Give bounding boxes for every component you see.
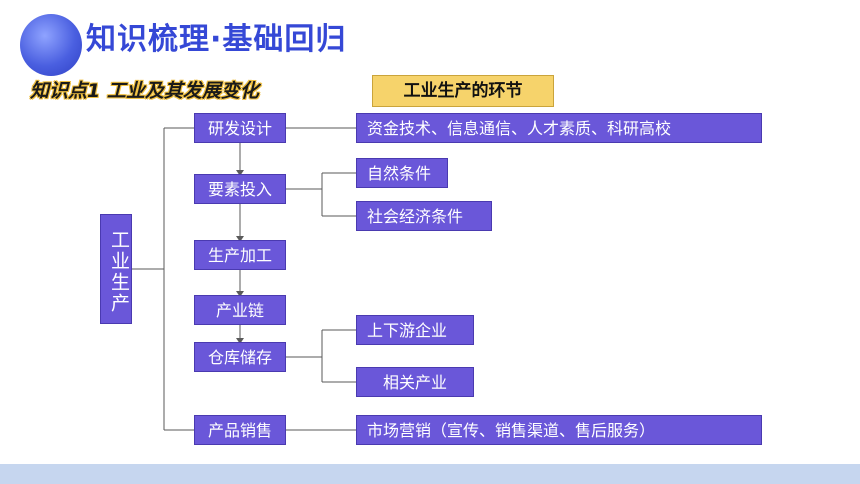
detail-upstream-downstream: 上下游企业 xyxy=(356,315,474,345)
page-title: 知识梳理·基础回归 xyxy=(86,22,347,57)
detail-marketing: 市场营销（宣传、销售渠道、售后服务） xyxy=(356,415,762,445)
stage-industry-chain: 产业链 xyxy=(194,295,286,325)
stage-rnd-design: 研发设计 xyxy=(194,113,286,143)
stage-product-sales: 产品销售 xyxy=(194,415,286,445)
detail-socioeconomic-conditions: 社会经济条件 xyxy=(356,201,492,231)
stage-processing: 生产加工 xyxy=(194,240,286,270)
footer-band xyxy=(0,464,860,484)
stage-warehousing: 仓库储存 xyxy=(194,342,286,372)
root-node-industrial-production: 工业生产 xyxy=(100,214,132,324)
detail-related-industries: 相关产业 xyxy=(356,367,474,397)
knowledge-point-subtitle: 知识点1 工业及其发展变化 xyxy=(30,80,259,102)
stage-factor-input: 要素投入 xyxy=(194,174,286,204)
detail-rnd-factors: 资金技术、信息通信、人才素质、科研高校 xyxy=(356,113,762,143)
topic-label: 工业生产的环节 xyxy=(372,75,554,107)
detail-natural-conditions: 自然条件 xyxy=(356,158,448,188)
header-bubble-decoration xyxy=(20,14,82,76)
